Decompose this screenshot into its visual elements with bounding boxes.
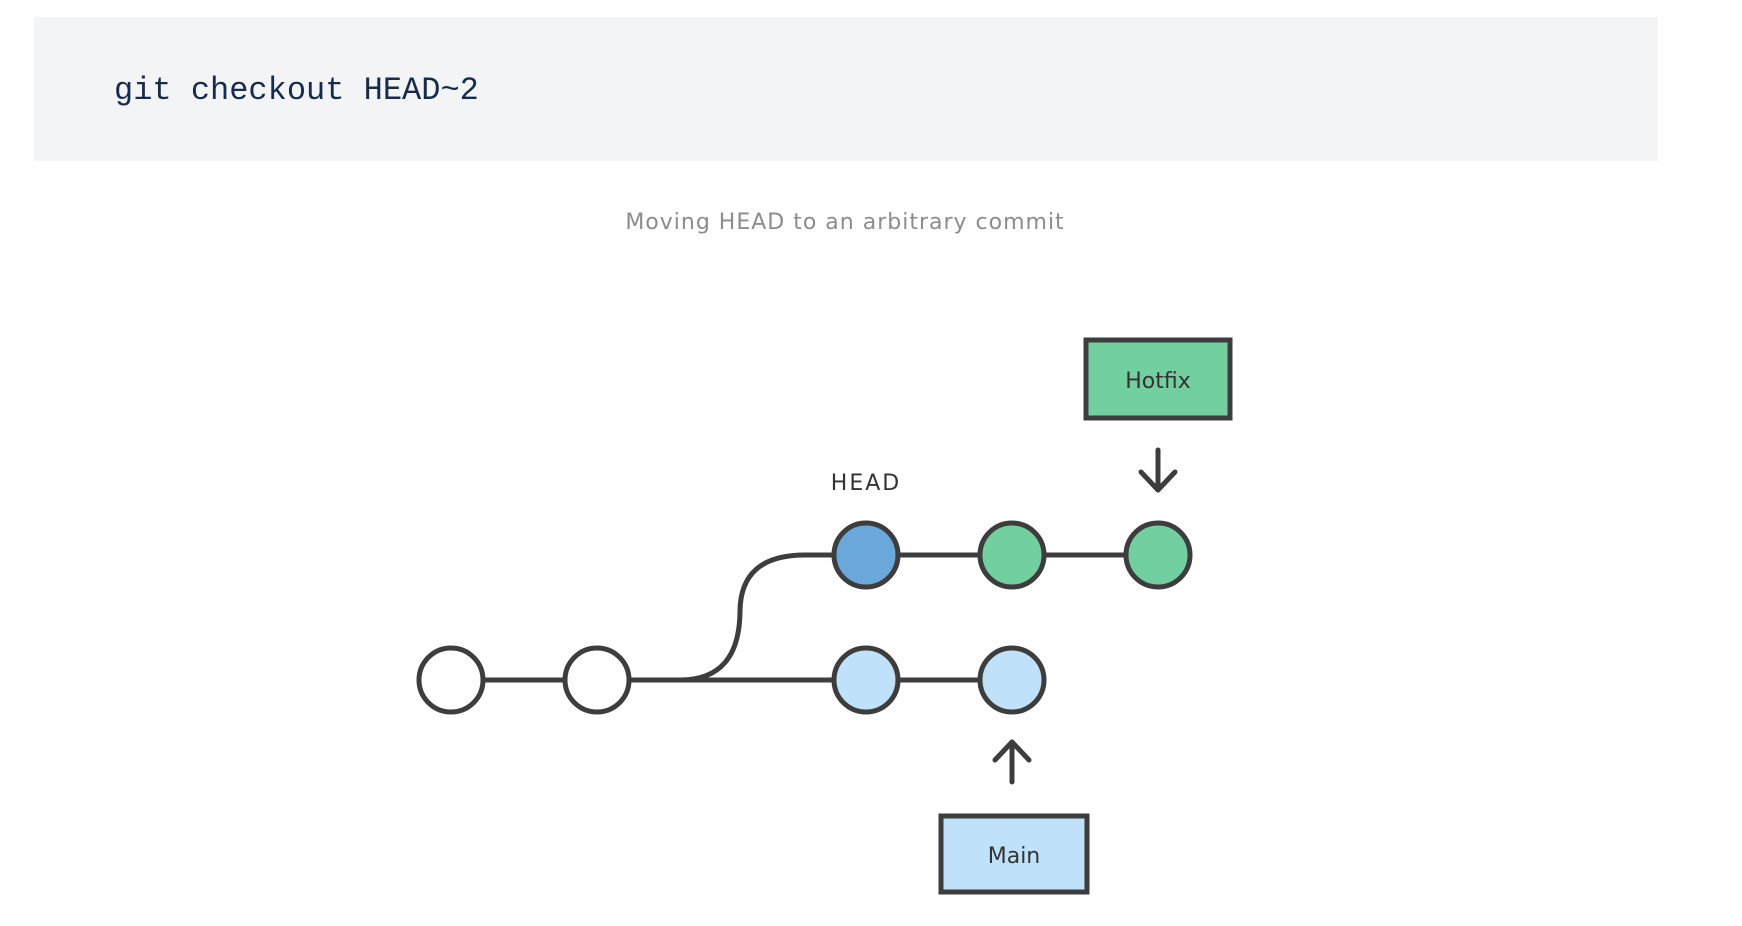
hotfix-commit-2 (1123, 520, 1193, 590)
main-arrow-up-icon (992, 739, 1032, 785)
hotfix-commit-1 (977, 520, 1047, 590)
code-block: git checkout HEAD~2 (34, 17, 1658, 161)
main-branch-label: Main (988, 844, 1041, 869)
head-label: HEAD (831, 471, 901, 496)
main-branch-box (938, 813, 1090, 895)
commit-1 (416, 645, 486, 715)
branch-curve (637, 552, 838, 683)
hotfix-branch-label: Hotfix (1125, 369, 1191, 394)
main-commit-2 (977, 645, 1047, 715)
diagram-caption: Moving HEAD to an arbitrary commit (625, 210, 1065, 235)
hotfix-arrow-down-icon (1138, 447, 1178, 493)
commit-2 (562, 645, 632, 715)
main-commit-1 (831, 645, 901, 715)
hotfix-branch-box (1083, 337, 1233, 421)
head-commit (831, 520, 901, 590)
code-command: git checkout HEAD~2 (114, 72, 479, 109)
